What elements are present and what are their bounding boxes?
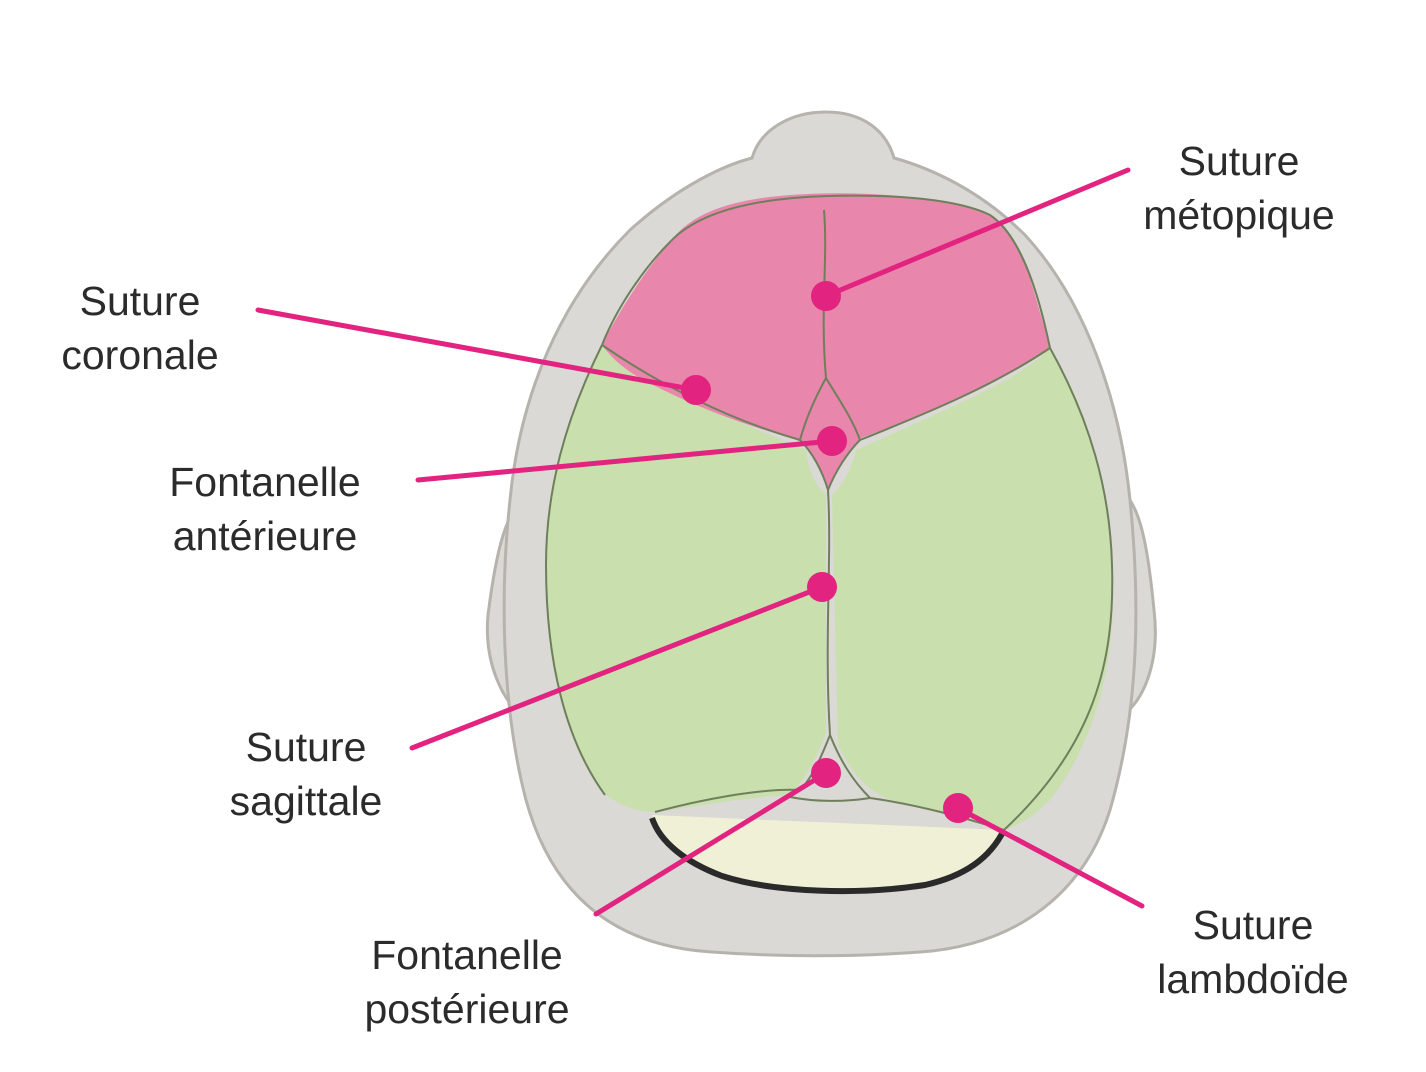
right-parietal-bone [832,348,1114,830]
leader-fontanelle-posterieure [593,770,829,917]
sagittal-suture-line [826,489,831,736]
leader-suture-lambdoide [955,805,1145,909]
label-suture-lambdoide: Suture lambdoïde [1157,902,1349,1002]
right-coronal-suture-line [859,347,1051,441]
leader-fontanelle-anterieure [415,438,835,483]
marker-fontanelle-posterieure [811,758,841,788]
label-suture-coronale: Suture coronale [61,278,219,378]
frontal-rim-line [601,194,1051,349]
label-suture-sagittale: Suture sagittale [229,724,383,824]
marker-suture-coronale [681,375,711,405]
occipital-rim [649,816,1007,895]
marker-suture-lambdoide [943,793,973,823]
label-fontanelle-posterieure: Fontanelle postérieure [364,932,570,1032]
leader-suture-metopique [823,167,1131,299]
parietal-rim-line-right [1003,347,1114,831]
parietal-rim-line [544,344,606,796]
label-suture-metopique: Suture métopique [1143,138,1335,238]
marker-suture-sagittale [807,572,837,602]
posterior-fontanelle-line [789,796,871,802]
occipital-bone [652,815,1004,889]
marker-suture-metopique [811,281,841,311]
right-lambdoid-suture-line [829,734,1005,831]
leader-suture-sagittale [409,584,825,751]
label-fontanelle-anterieure: Fontanelle antérieure [169,459,361,559]
frontal-bone [602,193,1050,440]
marker-fontanelle-anterieure [817,426,847,456]
leader-suture-coronale [255,307,699,393]
